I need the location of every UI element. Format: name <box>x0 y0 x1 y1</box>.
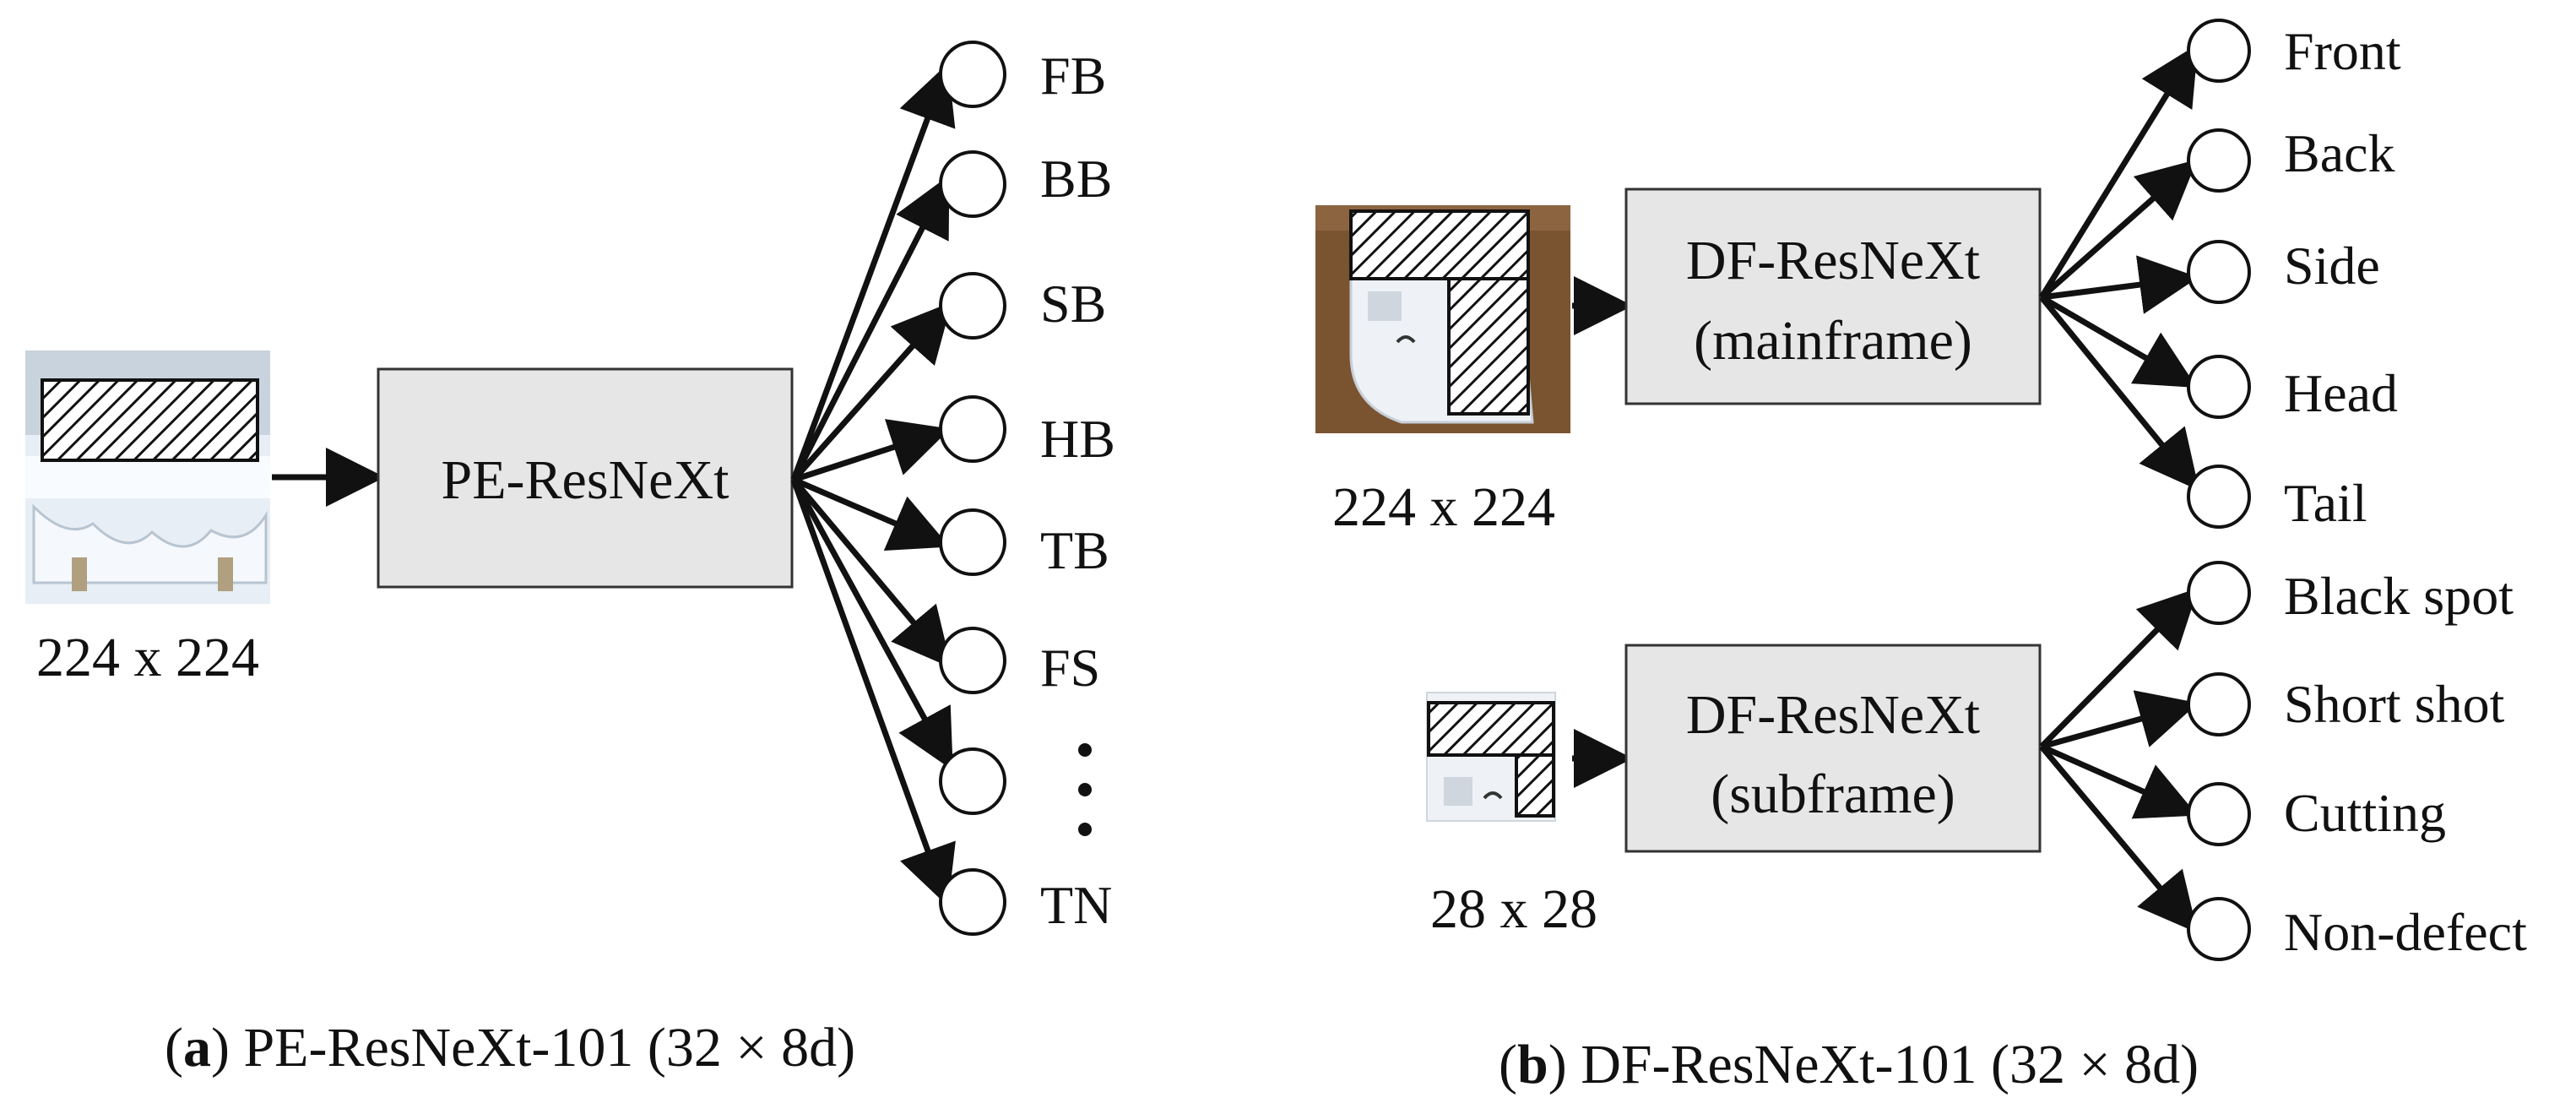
panel-b-main-model-line1: DF-ResNeXt <box>1686 230 1980 291</box>
panel-b-caption-text: DF-ResNeXt-101 (32 × 8d) <box>1581 1034 2199 1095</box>
panel-b-sub-input-size: 28 x 28 <box>1430 878 1597 940</box>
panel-a-caption-letter: a <box>183 1017 211 1079</box>
output-node <box>939 627 1006 694</box>
panel-a-caption-text: PE-ResNeXt-101 (32 × 8d) <box>243 1017 855 1079</box>
panel-a-arrow <box>790 478 953 771</box>
panel-b-main-mask-top <box>1349 209 1530 280</box>
panel-b-main-arrow <box>2040 294 2198 389</box>
panel-a-input-size: 224 x 224 <box>36 627 259 688</box>
output-node <box>939 395 1006 463</box>
output-label-bb: BB <box>1040 149 1112 209</box>
output-node <box>2187 465 2251 529</box>
panel-b-sub-model-line1: DF-ResNeXt <box>1686 684 1980 746</box>
output-label-back: Back <box>2284 123 2395 183</box>
output-node <box>939 41 1006 108</box>
panel-a-ellipsis <box>1078 743 1092 836</box>
panel-a-model-label: PE-ResNeXt <box>442 449 729 511</box>
panel-b-sub-input-image <box>1426 692 1556 822</box>
output-node <box>939 747 1006 815</box>
output-label-tail: Tail <box>2284 473 2367 533</box>
output-label-cutting: Cutting <box>2284 783 2446 843</box>
panel-b-main-output-labels: Front Back Side Head Tail <box>2284 21 2401 533</box>
panel-a-caption: (a) PE-ResNeXt-101 (32 × 8d) <box>165 1017 855 1079</box>
output-node <box>939 272 1006 340</box>
output-label-fs: FS <box>1040 638 1100 698</box>
output-node <box>2187 561 2251 625</box>
panel-b-sub-output-nodes <box>2187 561 2251 961</box>
output-label-head: Head <box>2284 363 2398 423</box>
output-label-black-spot: Black spot <box>2284 566 2514 626</box>
output-label-non-defect: Non-defect <box>2284 902 2527 962</box>
output-node <box>2187 672 2251 736</box>
output-node <box>2187 19 2251 83</box>
output-node <box>2187 240 2251 304</box>
output-node <box>939 868 1006 936</box>
panel-b-sub-arrow <box>2040 743 2198 819</box>
panel-b-main-arrow <box>2039 159 2198 300</box>
panel-a-arrow <box>790 62 956 481</box>
panel-a-arrow <box>792 476 950 552</box>
panel-a-arrow <box>791 302 952 482</box>
panel-a-model-box <box>377 367 794 589</box>
panel-b-sub-mask-side <box>1515 753 1555 818</box>
panel-b-sub-model-line2: (subframe) <box>1711 763 1955 825</box>
output-label-fb: FB <box>1040 46 1106 106</box>
panel-a-arrow <box>790 175 950 481</box>
panel-b-main-output-nodes <box>2187 19 2251 529</box>
panel-b-sub-arrow <box>2041 690 2199 750</box>
output-node <box>2187 782 2251 846</box>
panel-b-sub-output-labels: Black spot Short shot Cutting Non-defect <box>2284 566 2527 962</box>
panel-a-output-arrows <box>790 62 956 907</box>
panel-b-main-arrow <box>2041 255 2199 314</box>
panel-b-sub-arrow <box>2039 588 2199 749</box>
output-node <box>939 150 1006 218</box>
output-label-short-shot: Short shot <box>2284 674 2505 734</box>
panel-b-main-arrow <box>2039 295 2199 491</box>
panel-a-arrow <box>791 477 952 668</box>
panel-b-main-arrow <box>2039 44 2199 299</box>
panel-a: 224 x 224 PE-ResNeXt <box>25 41 1115 1079</box>
panel-b-main-model-line2: (mainframe) <box>1694 310 1972 372</box>
output-node <box>2187 355 2251 419</box>
panel-b-caption: (b) DF-ResNeXt-101 (32 × 8d) <box>1499 1034 2199 1095</box>
panel-b-main-output-arrows <box>2039 44 2199 491</box>
panel-b-sub-mask-top <box>1427 701 1555 757</box>
output-label-sb: SB <box>1040 274 1106 334</box>
output-node <box>939 508 1006 576</box>
panel-b-sub-output-arrows <box>2039 588 2199 933</box>
panel-a-input-mask <box>41 378 259 462</box>
output-node <box>2187 897 2251 961</box>
panel-a-output-labels: FB BB SB HB TB FS TN <box>1040 46 1115 935</box>
panel-b-caption-letter: b <box>1517 1034 1548 1095</box>
panel-a-input-image <box>25 351 270 604</box>
panel-a-output-nodes <box>939 41 1006 936</box>
output-node <box>2187 128 2251 193</box>
output-label-hb: HB <box>1040 409 1115 469</box>
panel-a-arrow <box>792 419 951 483</box>
output-label-side: Side <box>2284 236 2380 296</box>
panel-b-sub-arrow <box>2039 744 2198 933</box>
panel-b-main-model-box <box>1624 187 2042 405</box>
panel-b-main-input-size: 224 x 224 <box>1332 476 1555 538</box>
panel-a-arrow <box>790 478 956 907</box>
output-label-tn: TN <box>1040 875 1112 935</box>
output-label-front: Front <box>2284 21 2401 81</box>
panel-b-main-input-image <box>1315 205 1570 433</box>
output-label-tb: TB <box>1040 520 1109 580</box>
panel-b: 224 x 224 DF-ResNeXt (mainframe) Front B… <box>1315 19 2527 1095</box>
panel-b-main-mask-side <box>1447 277 1530 416</box>
